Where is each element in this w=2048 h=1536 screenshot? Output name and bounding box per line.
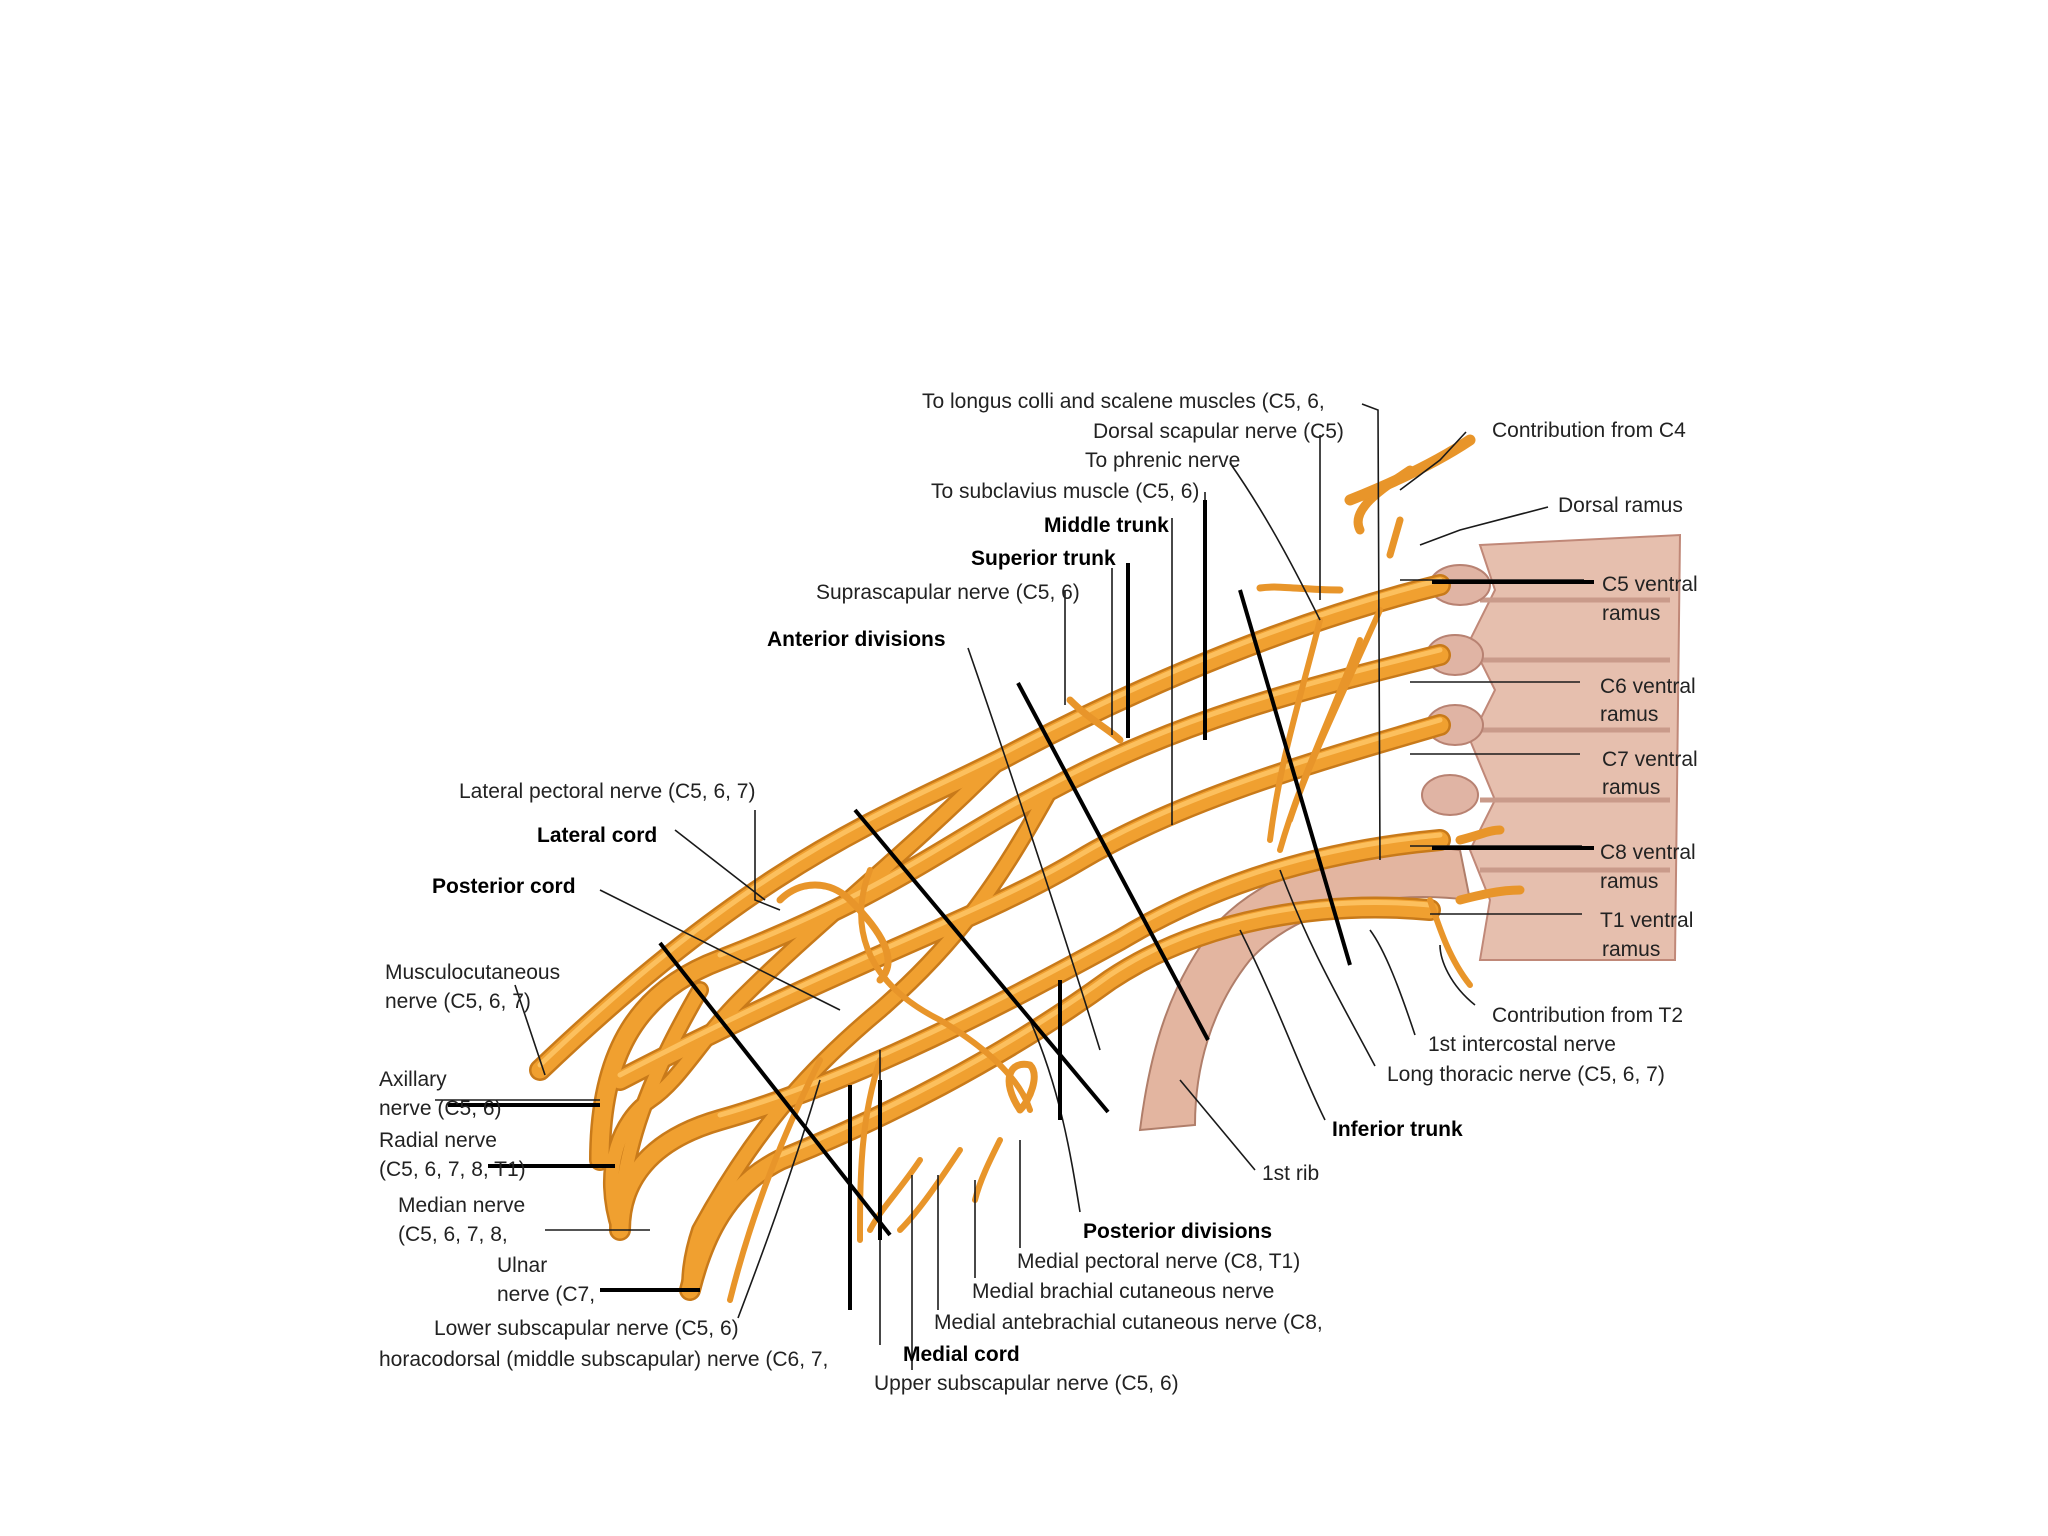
- label-first-rib: 1st rib: [1262, 1162, 1319, 1185]
- label-radial-1: Radial nerve: [379, 1129, 497, 1152]
- label-c8-ventral-1: C8 ventral: [1600, 841, 1696, 864]
- label-medial-cord: Medial cord: [903, 1343, 1020, 1366]
- label-middle-trunk: Middle trunk: [1044, 514, 1169, 537]
- label-axillary-2: nerve (C5, 6): [379, 1097, 502, 1120]
- label-contribution-c4: Contribution from C4: [1492, 419, 1686, 442]
- label-c6-ventral-2: ramus: [1600, 703, 1658, 726]
- first-rib: [1138, 846, 1472, 1132]
- label-c6-ventral-1: C6 ventral: [1600, 675, 1696, 698]
- label-medial-antebrachial: Medial antebrachial cutaneous nerve (C8,: [934, 1311, 1323, 1334]
- label-median-1: Median nerve: [398, 1194, 525, 1217]
- label-c7-ventral-2: ramus: [1602, 776, 1660, 799]
- label-lower-subscapular: Lower subscapular nerve (C5, 6): [434, 1317, 739, 1340]
- label-suprascapular: Suprascapular nerve (C5, 6): [816, 581, 1080, 604]
- label-ulnar-1: Ulnar: [497, 1254, 547, 1277]
- label-c5-ventral-2: ramus: [1602, 602, 1660, 625]
- label-first-intercostal: 1st intercostal nerve: [1428, 1033, 1616, 1056]
- label-longus-colli: To longus colli and scalene muscles (C5,…: [922, 390, 1325, 413]
- label-ulnar-2: nerve (C7,: [497, 1283, 595, 1306]
- label-axillary-1: Axillary: [379, 1068, 447, 1091]
- label-dorsal-ramus: Dorsal ramus: [1558, 494, 1683, 517]
- label-thoracodorsal: horacodorsal (middle subscapular) nerve …: [379, 1348, 828, 1371]
- label-lateral-pectoral: Lateral pectoral nerve (C5, 6, 7): [459, 780, 755, 803]
- label-median-2: (C5, 6, 7, 8,: [398, 1223, 508, 1246]
- nerve-network: [529, 434, 1525, 1303]
- label-t1-ventral-1: T1 ventral: [1600, 909, 1693, 932]
- label-t1-ventral-2: ramus: [1602, 938, 1660, 961]
- label-c8-ventral-2: ramus: [1600, 870, 1658, 893]
- label-lateral-cord: Lateral cord: [537, 824, 657, 847]
- label-superior-trunk: Superior trunk: [971, 547, 1116, 570]
- label-musculocutaneous-1: Musculocutaneous: [385, 961, 560, 984]
- label-upper-subscapular: Upper subscapular nerve (C5, 6): [874, 1372, 1179, 1395]
- label-musculocutaneous-2: nerve (C5, 6, 7): [385, 990, 531, 1013]
- label-subclavius: To subclavius muscle (C5, 6): [931, 480, 1199, 503]
- label-posterior-divisions: Posterior divisions: [1083, 1220, 1272, 1243]
- label-inferior-trunk: Inferior trunk: [1332, 1118, 1463, 1141]
- label-c5-ventral-1: C5 ventral: [1602, 573, 1698, 596]
- label-radial-2: (C5, 6, 7, 8, T1): [379, 1158, 526, 1181]
- vertebral-column: [1421, 533, 1682, 961]
- label-posterior-cord: Posterior cord: [432, 875, 576, 898]
- label-long-thoracic: Long thoracic nerve (C5, 6, 7): [1387, 1063, 1665, 1086]
- label-medial-brachial: Medial brachial cutaneous nerve: [972, 1280, 1274, 1303]
- label-contribution-t2: Contribution from T2: [1492, 1004, 1683, 1027]
- labels: To longus colli and scalene muscles (C5,…: [379, 390, 1698, 1395]
- marker-bars: [448, 500, 1594, 1310]
- label-anterior-divisions: Anterior divisions: [767, 628, 946, 651]
- label-c7-ventral-1: C7 ventral: [1602, 748, 1698, 771]
- leader-lines: [435, 403, 1584, 1370]
- label-dorsal-scapular: Dorsal scapular nerve (C5): [1093, 420, 1344, 443]
- label-medial-pectoral: Medial pectoral nerve (C8, T1): [1017, 1250, 1300, 1273]
- label-phrenic: To phrenic nerve: [1085, 449, 1240, 472]
